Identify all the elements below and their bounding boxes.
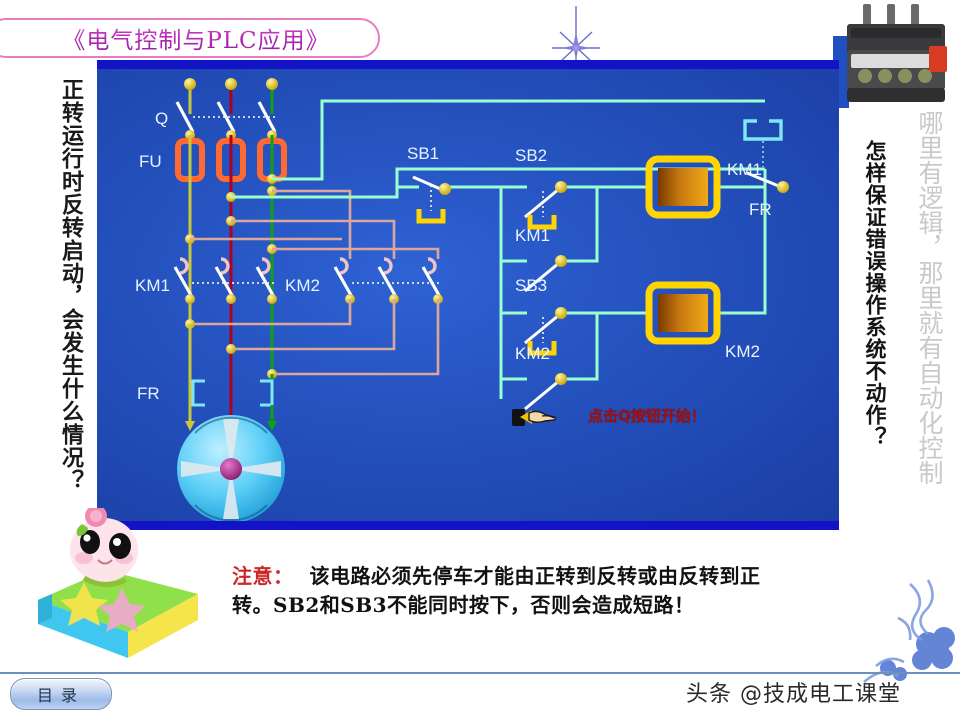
corner-ornament [863, 579, 955, 683]
note-body: 该电路必须先停车才能由正转到反转或由反转到正转。SB2和SB3不能同时按下，否则… [232, 564, 761, 617]
presentation-title-box: 《电气控制与PLC应用》 [0, 18, 380, 58]
label-km2-main: KM2 [285, 276, 320, 295]
label-sb1: SB1 [407, 144, 439, 163]
right-question-text: 怎样保证错误操作系统不动作？ [863, 140, 888, 448]
phase-reversal-wiring [190, 189, 440, 376]
label-km1-aux: KM1 [515, 226, 550, 245]
note-label: 注意： [232, 564, 294, 588]
circuit-diagram[interactable]: Q FU KM1 [97, 60, 839, 530]
mascot-book-illustration [38, 508, 198, 658]
footer-divider [0, 672, 960, 674]
sparkle-icon [552, 6, 600, 63]
switch-q[interactable]: Q [155, 101, 277, 140]
button-sb2-forward[interactable]: SB2 [515, 146, 567, 230]
label-sb2: SB2 [515, 146, 547, 165]
contact-fr-control: FR [743, 119, 789, 219]
left-question-text: 正转运行时反转启动，会发生什么情况？ [58, 78, 84, 492]
control-taps [185, 174, 277, 254]
thermal-relay-photo [833, 2, 957, 108]
control-circuit-wires [231, 99, 767, 399]
thermal-relay-fr-main: FR [137, 324, 274, 414]
button-sb1-stop[interactable]: SB1 [407, 144, 451, 224]
contact-km2-aux: KM2 [515, 344, 567, 411]
label-km2-coil: KM2 [725, 342, 760, 361]
motor-leads [185, 405, 277, 431]
contact-km1-aux: KM1 [515, 226, 567, 293]
supply-terminals [184, 78, 278, 114]
contactor-km1-main: KM1 [135, 257, 277, 304]
table-of-contents-button[interactable]: 目录 [10, 678, 112, 710]
label-fr-main: FR [137, 384, 160, 403]
motor-symbol [177, 415, 285, 521]
label-fr-control: FR [749, 200, 772, 219]
button-sb3-reverse[interactable]: SB3 [515, 276, 567, 356]
watermark-text: 头条 @技成电工课堂 [686, 682, 901, 707]
circuit-diagram-svg: Q FU KM1 [135, 78, 789, 521]
label-q: Q [155, 109, 168, 128]
note-block: 注意：该电路必须先停车才能由正转到反转或由反转到正转。SB2和SB3不能同时按下… [232, 562, 772, 620]
page-title: 《电气控制与PLC应用》 [36, 21, 329, 55]
label-sb3: SB3 [515, 276, 547, 295]
label-fu: FU [139, 152, 162, 171]
label-km2-aux: KM2 [515, 344, 550, 363]
label-km1-main: KM1 [135, 276, 170, 295]
coil-km2: KM2 [645, 281, 760, 361]
start-prompt-text: 点击Q按钮开始！ [588, 407, 706, 425]
right-slogan-text: 哪里有逻辑，那里就有自动化控制 [915, 110, 944, 485]
fuses-fu: FU [139, 138, 287, 182]
contactor-km2-main: KM2 [285, 257, 443, 304]
pointing-hand-icon [512, 409, 557, 426]
